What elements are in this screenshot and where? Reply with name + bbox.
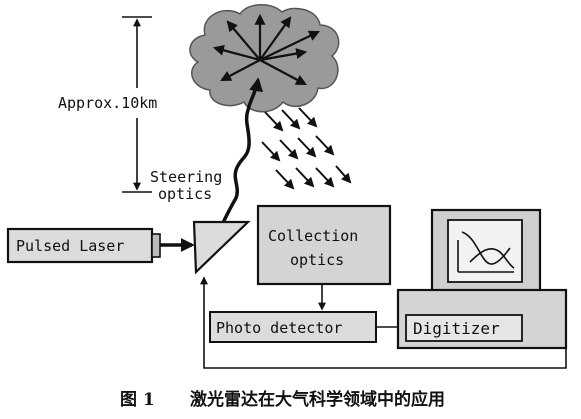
pulsed-laser-box [6,227,161,264]
scatter-arrows [212,13,320,86]
photo-detector-label: Photo detector [216,319,342,337]
collection-optics-label-line1: Collection [268,227,358,245]
computer-monitor [430,208,542,294]
waveform-display [457,231,515,273]
figure-number: 图 1 [120,390,155,410]
digitizer-label: Digitizer [413,319,500,338]
steering-optics-label-line2: optics [158,185,212,203]
collection-optics-label-line2: optics [290,251,344,269]
steering-optics-label-line1: Steering [150,168,222,186]
steering-optics-prism [192,220,251,275]
approx-distance-label: Approx.10km [58,94,157,112]
pulsed-laser-label: Pulsed Laser [16,237,124,255]
figure-title: 激光雷达在大气科学领域中的应用 [190,389,445,410]
return-arrows [261,107,352,190]
trigger-feedback-line [200,276,567,369]
digitizer-box [405,314,523,342]
photo-detector-box [209,311,377,343]
height-dimension [122,16,152,193]
collection-optics-box [256,204,392,286]
outgoing-beam [220,77,264,226]
